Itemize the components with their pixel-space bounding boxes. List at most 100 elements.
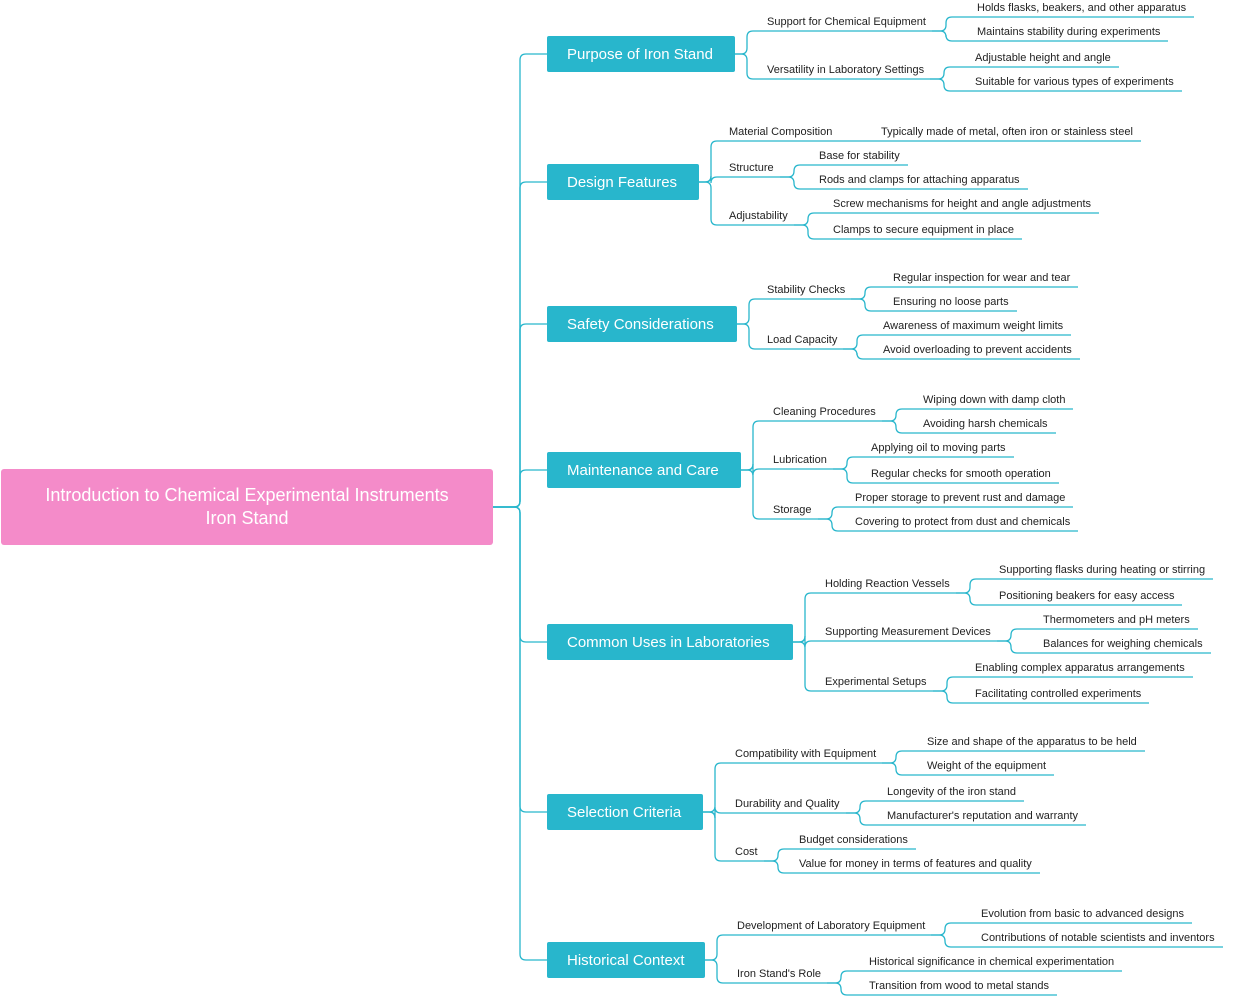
- subtopic-iron-stand-role[interactable]: Iron Stand's Role: [737, 968, 822, 980]
- leaf-item[interactable]: Regular inspection for wear and tear: [893, 272, 1071, 284]
- root-topic[interactable]: Introduction to Chemical Experimental In…: [1, 469, 493, 545]
- leaf-item[interactable]: Longevity of the iron stand: [887, 786, 1017, 798]
- subtopic-lubrication[interactable]: Lubrication: [773, 454, 827, 466]
- subtopic-load-capacity[interactable]: Load Capacity: [767, 334, 838, 346]
- branch-label: Design Features: [567, 173, 678, 191]
- subtopic-leaf-connector: [818, 506, 851, 520]
- branch-subtopic-connector: [735, 53, 763, 80]
- leaf-item[interactable]: Applying oil to moving parts: [871, 442, 1006, 454]
- subtopic-leaf-connector: [930, 78, 971, 92]
- subtopic-leaf-connector: [882, 762, 923, 776]
- branch-design-features[interactable]: Design Features: [547, 164, 699, 200]
- subtopic-leaf-connector: [851, 298, 889, 312]
- subtopic-development[interactable]: Development of Laboratory Equipment: [737, 920, 926, 932]
- subtopic-leaf-connector: [882, 420, 919, 434]
- branch-subtopic-connector: [737, 323, 763, 350]
- leaf-item[interactable]: Supporting flasks during heating or stir…: [999, 564, 1206, 576]
- subtopic-structure[interactable]: Structure: [729, 162, 774, 174]
- leaf-item[interactable]: Holds flasks, beakers, and other apparat…: [977, 2, 1187, 14]
- branch-common-uses[interactable]: Common Uses in Laboratories: [547, 624, 793, 660]
- leaf-item[interactable]: Weight of the equipment: [927, 760, 1047, 772]
- leaf-item[interactable]: Maintains stability during experiments: [977, 26, 1161, 38]
- root-branch-connector: [493, 469, 547, 508]
- leaf-item[interactable]: Balances for weighing chemicals: [1043, 638, 1203, 650]
- subtopic-leaf-connector: [956, 592, 995, 606]
- subtopic-support[interactable]: Support for Chemical Equipment: [767, 16, 926, 28]
- root-title-line-1: Introduction to Chemical Experimental In…: [45, 485, 449, 505]
- subtopic-leaf-connector: [780, 164, 815, 178]
- branch-historical-context[interactable]: Historical Context: [547, 942, 705, 978]
- subtopic-versatility[interactable]: Versatility in Laboratory Settings: [767, 64, 925, 76]
- leaf-item[interactable]: Screw mechanisms for height and angle ad…: [833, 198, 1092, 210]
- subtopic-leaf-connector: [794, 224, 829, 240]
- leaf-item[interactable]: Ensuring no loose parts: [893, 296, 1009, 308]
- subtopic-leaf-connector: [882, 750, 923, 764]
- leaf-item[interactable]: Enabling complex apparatus arrangements: [975, 662, 1185, 674]
- leaf-item[interactable]: Regular checks for smooth operation: [871, 468, 1051, 480]
- branch-subtopic-connector: [705, 934, 733, 961]
- subtopic-leaf-connector: [930, 66, 971, 80]
- subtopic-leaf-connector: [851, 286, 889, 300]
- subtopic-leaf-connector: [882, 408, 919, 422]
- subtopic-leaf-connector: [833, 456, 867, 470]
- leaf-item[interactable]: Value for money in terms of features and…: [799, 858, 1032, 870]
- leaf-item[interactable]: Evolution from basic to advanced designs: [981, 908, 1185, 920]
- leaf-item[interactable]: Size and shape of the apparatus to be he…: [927, 736, 1137, 748]
- leaf-item[interactable]: Base for stability: [819, 150, 900, 162]
- branch-subtopic-connector: [705, 959, 733, 984]
- leaf-item[interactable]: Budget considerations: [799, 834, 908, 846]
- branch-subtopic-connector: [741, 469, 769, 520]
- subtopic-leaf-connector: [997, 628, 1039, 642]
- subtopic-leaf-connector: [997, 640, 1039, 654]
- leaf-item[interactable]: Proper storage to prevent rust and damag…: [855, 492, 1066, 504]
- subtopic-leaf-connector: [933, 690, 971, 704]
- leaf-item[interactable]: Thermometers and pH meters: [1043, 614, 1190, 626]
- branch-maintenance[interactable]: Maintenance and Care: [547, 452, 741, 488]
- branch-subtopic-connector: [703, 811, 731, 862]
- branch-label: Historical Context: [567, 951, 685, 969]
- subtopic-stability-checks[interactable]: Stability Checks: [767, 284, 846, 296]
- root-title-line-2: Iron Stand: [205, 508, 289, 528]
- leaf-item[interactable]: Historical significance in chemical expe…: [869, 956, 1115, 968]
- leaf-item[interactable]: Wiping down with damp cloth: [923, 394, 1066, 406]
- subtopic-experimental-setups[interactable]: Experimental Setups: [825, 676, 927, 688]
- branch-subtopic-connector: [699, 140, 725, 183]
- subtopic-measurement-devices[interactable]: Supporting Measurement Devices: [825, 626, 991, 638]
- leaf-item[interactable]: Adjustable height and angle: [975, 52, 1111, 64]
- subtopic-compatibility[interactable]: Compatibility with Equipment: [735, 748, 877, 760]
- subtopic-adjustability[interactable]: Adjustability: [729, 210, 788, 222]
- leaf-item[interactable]: Typically made of metal, often iron or s…: [881, 126, 1133, 138]
- root-branch-connector: [493, 506, 547, 961]
- leaf-item[interactable]: Rods and clamps for attaching apparatus: [819, 174, 1020, 186]
- branch-subtopic-connector: [699, 181, 725, 226]
- leaf-item[interactable]: Facilitating controlled experiments: [975, 688, 1142, 700]
- leaf-item[interactable]: Avoid overloading to prevent accidents: [883, 344, 1072, 356]
- subtopic-holding-vessels[interactable]: Holding Reaction Vessels: [825, 578, 950, 590]
- branch-subtopic-connector: [741, 420, 769, 471]
- subtopic-leaf-connector: [931, 922, 977, 936]
- branch-safety[interactable]: Safety Considerations: [547, 306, 737, 342]
- subtopic-storage[interactable]: Storage: [773, 504, 812, 516]
- leaf-item[interactable]: Avoiding harsh chemicals: [923, 418, 1048, 430]
- leaf-item[interactable]: Positioning beakers for easy access: [999, 590, 1175, 602]
- branch-purpose[interactable]: Purpose of Iron Stand: [547, 36, 735, 72]
- leaf-item[interactable]: Clamps to secure equipment in place: [833, 224, 1014, 236]
- branch-subtopic-connector: [793, 592, 821, 643]
- leaf-item[interactable]: Manufacturer's reputation and warranty: [887, 810, 1079, 822]
- subtopic-leaf-connector: [827, 982, 865, 996]
- leaf-item[interactable]: Transition from wood to metal stands: [869, 980, 1049, 992]
- branch-selection-criteria[interactable]: Selection Criteria: [547, 794, 703, 830]
- subtopic-durability[interactable]: Durability and Quality: [735, 798, 840, 810]
- subtopic-leaf-connector: [780, 176, 815, 190]
- subtopic-leaf-connector: [843, 348, 879, 360]
- leaf-item[interactable]: Contributions of notable scientists and …: [981, 932, 1215, 944]
- subtopic-material[interactable]: Material Composition: [729, 126, 833, 138]
- subtopic-cost[interactable]: Cost: [735, 846, 758, 858]
- leaf-item[interactable]: Suitable for various types of experiment…: [975, 76, 1174, 88]
- subtopic-cleaning[interactable]: Cleaning Procedures: [773, 406, 876, 418]
- subtopic-leaf-connector: [932, 16, 973, 32]
- leaf-item[interactable]: Awareness of maximum weight limits: [883, 320, 1064, 332]
- subtopic-leaf-connector: [846, 812, 883, 826]
- subtopic-leaf-connector: [833, 468, 867, 484]
- leaf-item[interactable]: Covering to protect from dust and chemic…: [855, 516, 1071, 528]
